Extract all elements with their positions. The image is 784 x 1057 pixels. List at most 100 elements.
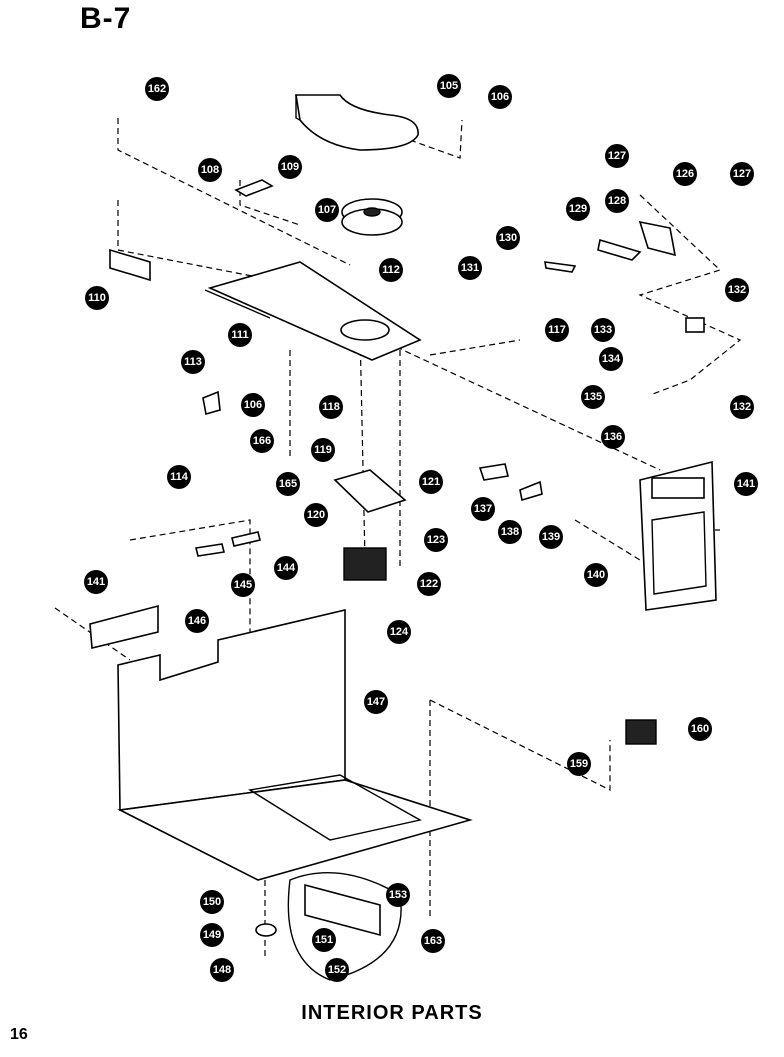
callout-label: 110 bbox=[88, 292, 106, 304]
callout-label: 112 bbox=[382, 264, 400, 276]
callout-label: 106 bbox=[491, 91, 509, 103]
transformer bbox=[625, 719, 657, 745]
callout-144: 144 bbox=[274, 556, 298, 580]
connector-block bbox=[685, 317, 705, 333]
callout-108: 108 bbox=[198, 158, 222, 182]
callout-label: 117 bbox=[548, 324, 566, 336]
callout-122: 122 bbox=[417, 572, 441, 596]
diagram-caption: INTERIOR PARTS bbox=[301, 1002, 483, 1024]
callout-label: 137 bbox=[474, 503, 492, 515]
motor-bracket bbox=[333, 469, 407, 513]
callout-label: 113 bbox=[184, 356, 202, 368]
foot bbox=[255, 923, 277, 937]
callout-150: 150 bbox=[200, 890, 224, 914]
callout-label: 138 bbox=[501, 526, 519, 538]
callout-134: 134 bbox=[599, 347, 623, 371]
callout-153: 153 bbox=[386, 883, 410, 907]
callout-label: 151 bbox=[315, 934, 333, 946]
callout-140: 140 bbox=[584, 563, 608, 587]
callout-163: 163 bbox=[421, 929, 445, 953]
callout-152: 152 bbox=[325, 958, 349, 982]
callout-106: 106 bbox=[241, 393, 265, 417]
side-plate bbox=[109, 248, 151, 282]
mount-bracket bbox=[202, 390, 221, 416]
callout-114: 114 bbox=[167, 465, 191, 489]
callout-label: 152 bbox=[328, 964, 346, 976]
callout-label: 147 bbox=[367, 696, 385, 708]
callout-label: 150 bbox=[203, 896, 221, 908]
callout-label: 131 bbox=[461, 262, 479, 274]
callout-label: 140 bbox=[587, 569, 605, 581]
callout-label: 163 bbox=[424, 935, 442, 947]
callout-162: 162 bbox=[145, 77, 169, 101]
callout-label: 111 bbox=[231, 329, 248, 341]
callout-label: 135 bbox=[584, 391, 602, 403]
callout-118: 118 bbox=[319, 395, 343, 419]
callout-label: 132 bbox=[728, 284, 746, 296]
callout-106: 106 bbox=[488, 85, 512, 109]
callout-126: 126 bbox=[673, 162, 697, 186]
callout-132: 132 bbox=[725, 278, 749, 302]
callout-166: 166 bbox=[250, 429, 274, 453]
callout-label: 148 bbox=[213, 964, 231, 976]
callout-label: 126 bbox=[676, 168, 694, 180]
switch-lever bbox=[519, 480, 543, 502]
callout-112: 112 bbox=[379, 258, 403, 282]
callout-124: 124 bbox=[387, 620, 411, 644]
callout-label: 146 bbox=[188, 615, 206, 627]
callout-145: 145 bbox=[231, 573, 255, 597]
callout-117: 117 bbox=[545, 318, 569, 342]
callout-label: 141 bbox=[87, 576, 105, 588]
callout-label: 109 bbox=[281, 161, 299, 173]
callout-113: 113 bbox=[181, 350, 205, 374]
callout-165: 165 bbox=[276, 472, 300, 496]
callout-105: 105 bbox=[437, 74, 461, 98]
front-plate bbox=[89, 604, 159, 649]
callout-label: 129 bbox=[569, 203, 587, 215]
callout-136: 136 bbox=[601, 425, 625, 449]
callout-label: 166 bbox=[253, 435, 271, 447]
callout-label: 121 bbox=[422, 476, 440, 488]
callout-129: 129 bbox=[566, 197, 590, 221]
switch-assembly bbox=[544, 220, 677, 273]
callout-label: 124 bbox=[390, 626, 409, 638]
page-number: 16 bbox=[10, 1026, 28, 1043]
callout-107: 107 bbox=[315, 198, 339, 222]
callout-label: 162 bbox=[148, 83, 166, 95]
callout-label: 127 bbox=[608, 150, 626, 162]
callout-160: 160 bbox=[688, 717, 712, 741]
callout-label: 106 bbox=[244, 399, 262, 411]
callout-label: 114 bbox=[170, 471, 189, 483]
callout-label: 132 bbox=[733, 401, 751, 413]
callout-label: 159 bbox=[570, 758, 588, 770]
callout-label: 130 bbox=[499, 232, 517, 244]
callout-label: 141 bbox=[737, 478, 755, 490]
callout-139: 139 bbox=[539, 525, 563, 549]
callout-128: 128 bbox=[605, 189, 629, 213]
callout-133: 133 bbox=[591, 318, 615, 342]
callout-123: 123 bbox=[424, 528, 448, 552]
callout-label: 108 bbox=[201, 164, 219, 176]
callout-146: 146 bbox=[185, 609, 209, 633]
bulb-holder bbox=[231, 531, 261, 547]
callout-141: 141 bbox=[84, 570, 108, 594]
callout-label: 128 bbox=[608, 195, 626, 207]
callout-label: 123 bbox=[427, 534, 445, 546]
callout-127: 127 bbox=[730, 162, 754, 186]
callout-138: 138 bbox=[498, 520, 522, 544]
callout-label: 144 bbox=[277, 562, 296, 574]
callout-label: 139 bbox=[542, 531, 560, 543]
switch-clip bbox=[478, 463, 509, 481]
callout-121: 121 bbox=[419, 470, 443, 494]
callout-135: 135 bbox=[581, 385, 605, 409]
callout-149: 149 bbox=[200, 923, 224, 947]
callout-label: 145 bbox=[234, 579, 252, 591]
fan-wheel bbox=[341, 198, 403, 236]
callout-147: 147 bbox=[364, 690, 388, 714]
callout-label: 107 bbox=[318, 204, 336, 216]
callout-label: 160 bbox=[691, 723, 709, 735]
grease-filter bbox=[287, 872, 402, 981]
callout-label: 153 bbox=[389, 889, 407, 901]
callout-131: 131 bbox=[458, 256, 482, 280]
callout-label: 136 bbox=[604, 431, 622, 443]
